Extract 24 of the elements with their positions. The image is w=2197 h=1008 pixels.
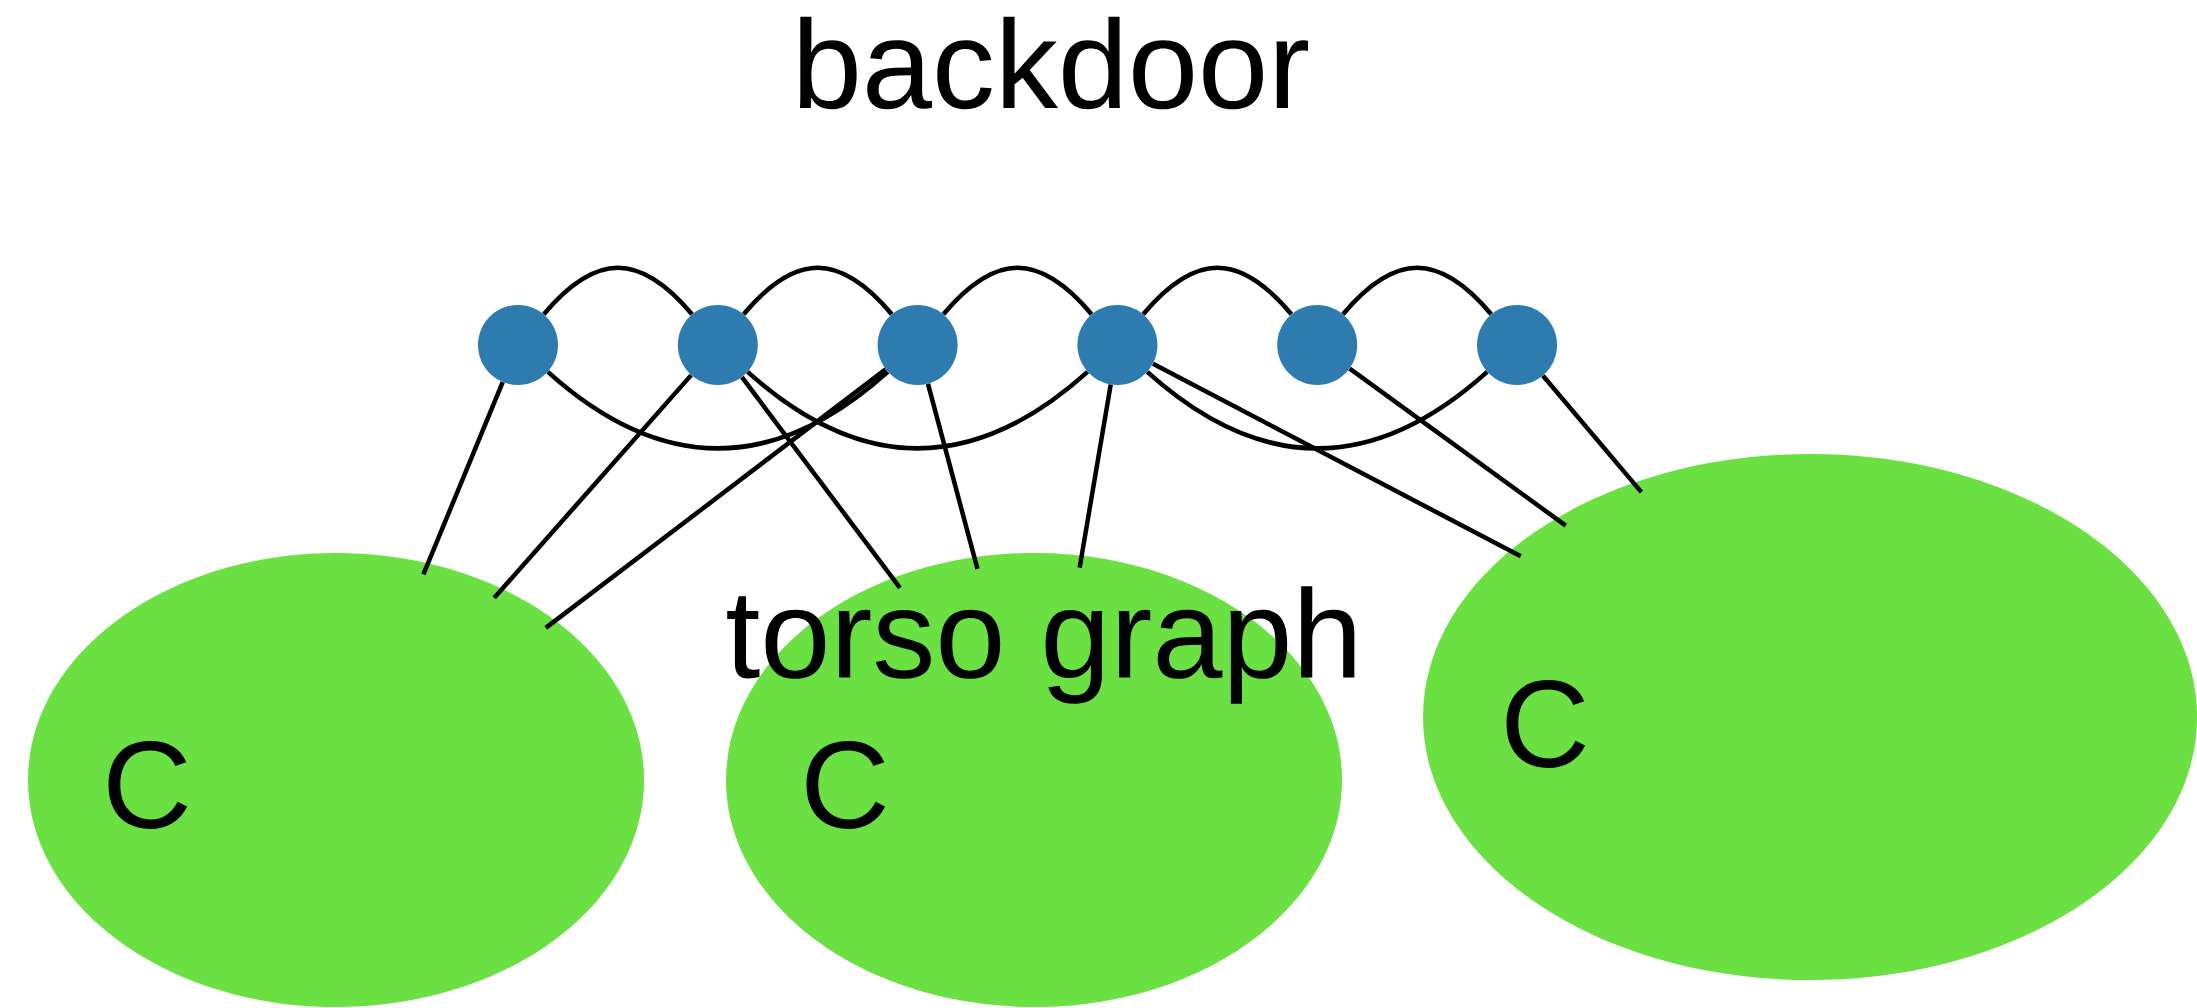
vertex-dot [1077,305,1158,385]
edge-line [941,265,1094,316]
edge-line [1341,265,1493,316]
edge-line [742,265,894,316]
edge-line [492,373,693,600]
vertex-dot [1477,305,1557,385]
edge-line [1141,265,1294,316]
edge-line [1077,384,1113,568]
edge-line [740,375,902,590]
vertex-dot [877,305,958,385]
edge-line [421,381,505,576]
edge-line [1145,370,1489,451]
vertex-dot [677,305,758,385]
edge-line [546,370,890,451]
graph-label: backdoor [799,16,1308,110]
vertex-dot [478,305,558,385]
edge-line [1151,361,1522,559]
edge-line [925,383,980,570]
edge-line [1348,366,1568,528]
edge-line [746,370,1089,451]
edge-line [542,265,694,316]
vertex-dot [1277,305,1358,385]
edge-line [544,367,887,630]
edge-line [1541,374,1644,494]
